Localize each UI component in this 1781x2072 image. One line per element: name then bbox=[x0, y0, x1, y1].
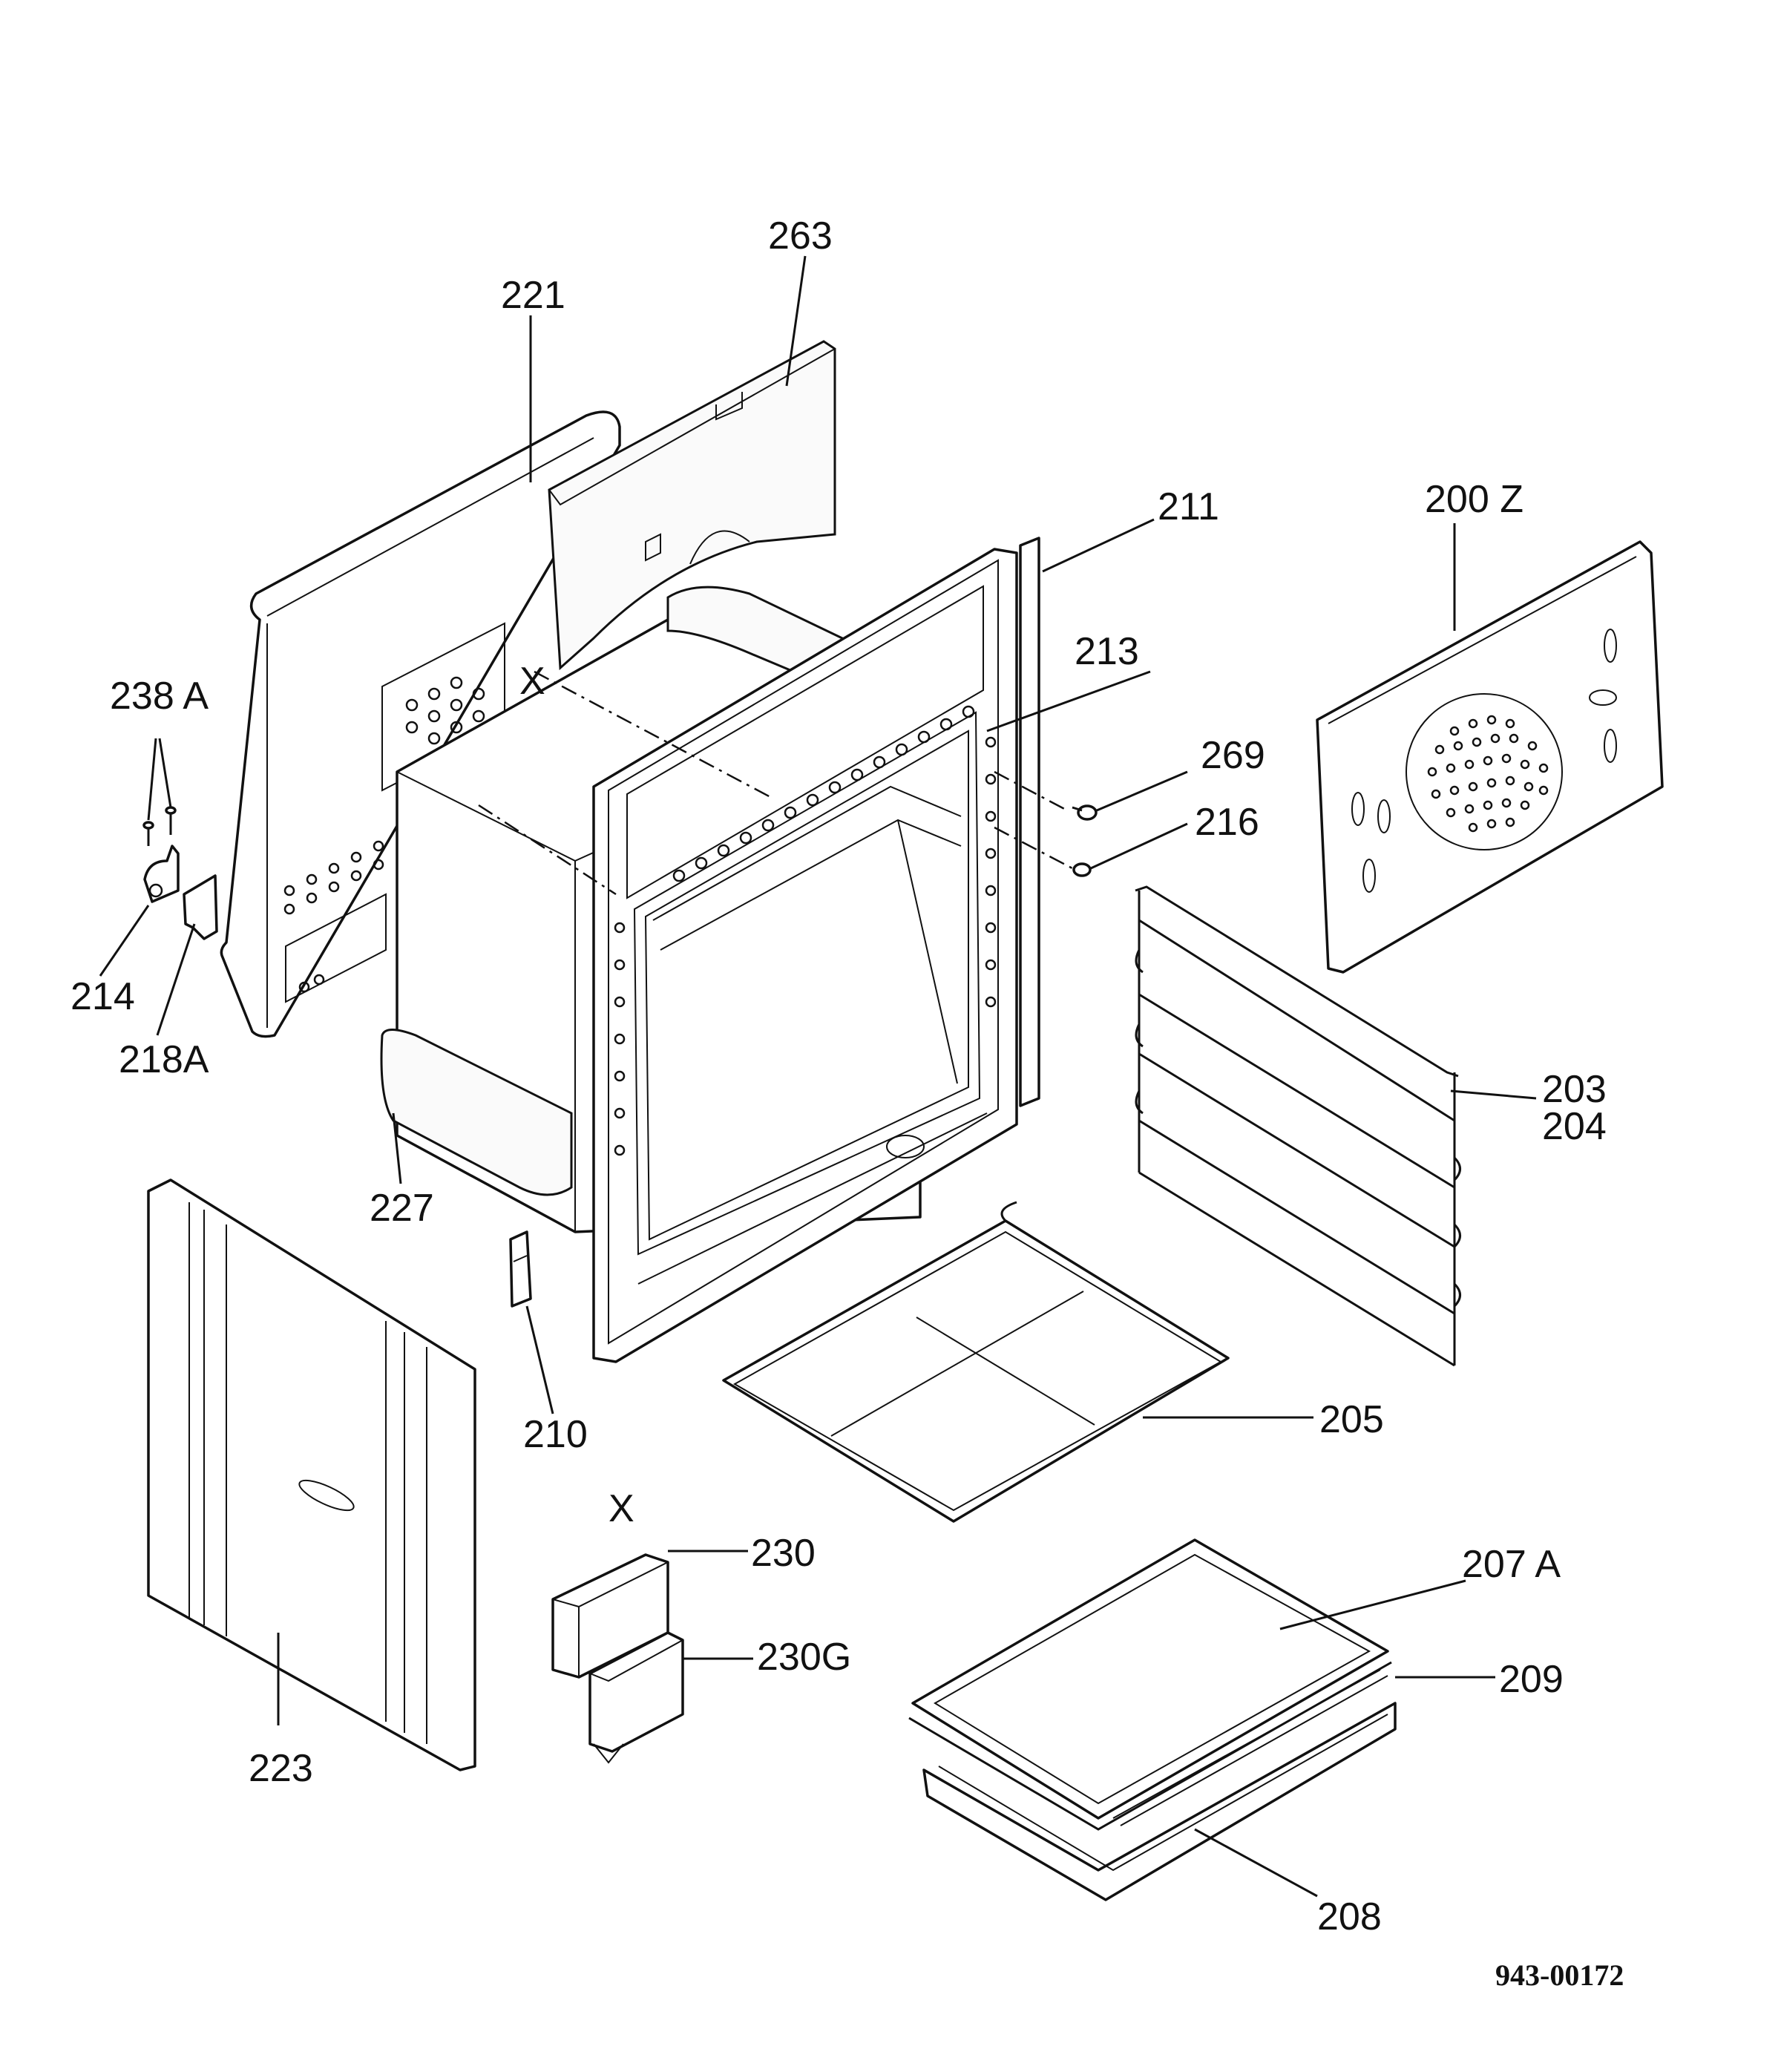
part-203-204-shelf-supports bbox=[1135, 885, 1461, 1367]
label-230g: 230G bbox=[757, 1636, 851, 1679]
part-214-hinge bbox=[143, 845, 180, 903]
part-209-grid-rack bbox=[908, 1661, 1392, 1831]
vent-holes-221-bottom bbox=[283, 840, 384, 915]
label-227: 227 bbox=[370, 1187, 434, 1230]
label-214: 214 bbox=[70, 975, 135, 1018]
part-210-hinge-clip bbox=[509, 1230, 532, 1308]
part-200z-fan-cover bbox=[1316, 540, 1664, 974]
part-211-front-frame bbox=[592, 537, 1040, 1363]
label-200z: 200 Z bbox=[1425, 478, 1523, 521]
panel-handle-slot bbox=[298, 1479, 355, 1512]
label-216: 216 bbox=[1195, 801, 1259, 844]
label-269: 269 bbox=[1201, 734, 1265, 777]
label-238a: 238 A bbox=[110, 675, 209, 718]
part-number-labels: 263 221 211 200 Z 213 238 A 269 216 214 … bbox=[70, 214, 1607, 1938]
part-221-rear-casing bbox=[220, 410, 621, 1038]
part-269-screw bbox=[1072, 804, 1098, 821]
vent-holes-221-top bbox=[405, 676, 485, 745]
label-230: 230 bbox=[751, 1532, 816, 1575]
part-208-drip-pan bbox=[922, 1702, 1397, 1901]
label-263: 263 bbox=[768, 214, 833, 258]
leader-lines bbox=[99, 255, 1537, 1898]
label-213: 213 bbox=[1075, 630, 1139, 673]
part-207a-baking-tray bbox=[911, 1538, 1389, 1820]
part-263-rear-insulation bbox=[548, 340, 836, 671]
label-211: 211 bbox=[1158, 485, 1219, 528]
label-218a: 218A bbox=[119, 1038, 209, 1081]
part-216-screw bbox=[1072, 862, 1092, 877]
label-221: 221 bbox=[501, 274, 565, 317]
label-x-bottom: X bbox=[609, 1487, 634, 1530]
label-209: 209 bbox=[1499, 1658, 1564, 1701]
label-223: 223 bbox=[249, 1747, 313, 1790]
part-230g-bracket bbox=[588, 1631, 684, 1764]
part-205-floor-plate bbox=[722, 1201, 1230, 1523]
fan-grille-holes bbox=[1427, 715, 1549, 833]
assembly-center-lines bbox=[478, 670, 1073, 896]
part-238a-screws bbox=[142, 806, 177, 846]
label-208: 208 bbox=[1317, 1895, 1382, 1938]
label-204: 204 bbox=[1542, 1105, 1607, 1148]
part-223-side-panel bbox=[147, 1178, 476, 1771]
label-203: 203 bbox=[1542, 1068, 1607, 1111]
frame-fixing-holes bbox=[614, 705, 997, 1156]
label-x-top: X bbox=[519, 660, 545, 703]
document-id: 943-00172 bbox=[1495, 1958, 1624, 1992]
label-205: 205 bbox=[1319, 1398, 1384, 1441]
label-210: 210 bbox=[523, 1413, 588, 1456]
part-218a-bracket bbox=[183, 874, 218, 940]
label-207a: 207 A bbox=[1462, 1543, 1561, 1586]
fan-grille-circle bbox=[1406, 693, 1563, 850]
